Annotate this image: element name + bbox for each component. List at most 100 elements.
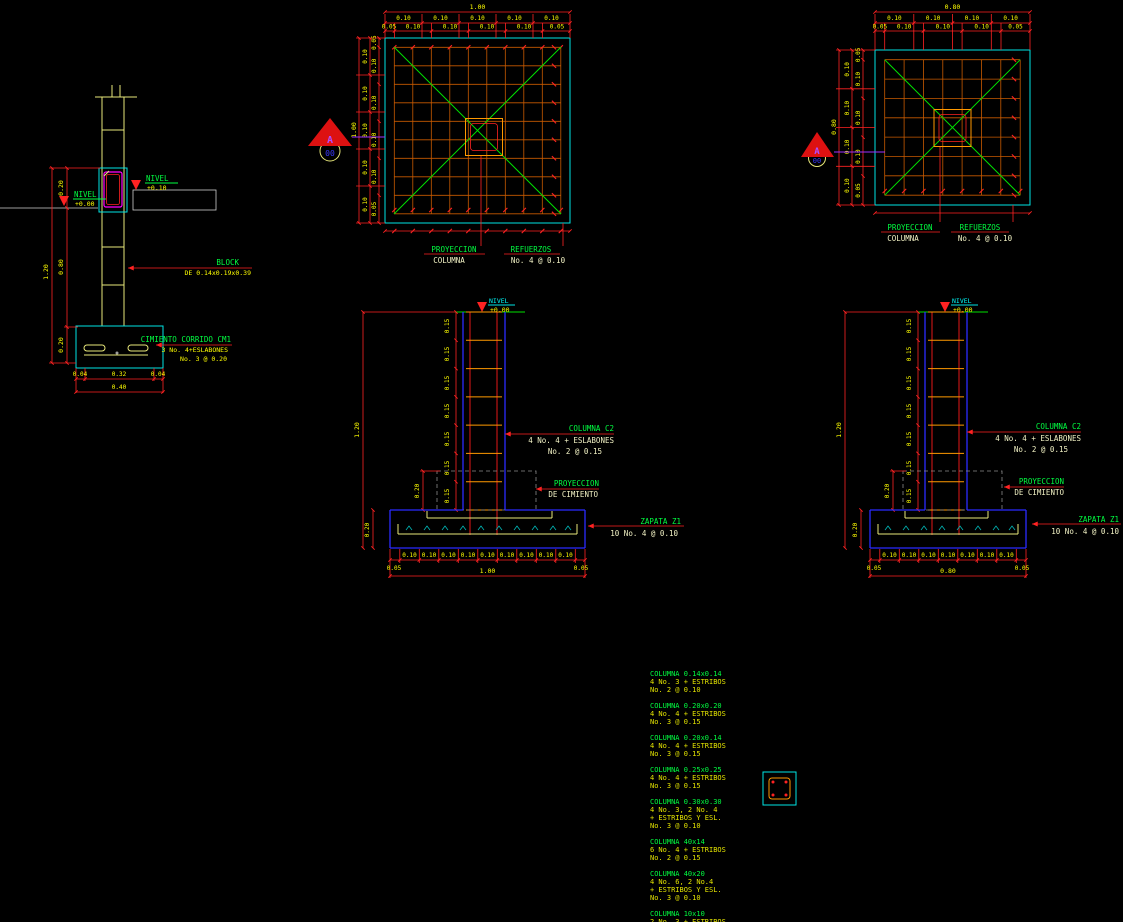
nivel-value: +0.00 [953,306,973,314]
schedule-entry: COLUMNA 0.30x0.30 4 No. 3, 2 No. 4+ ESTR… [650,798,768,830]
dim-tick: 0.10 [433,15,448,22]
dim-tick: 0.10 [371,58,378,73]
dim-tick: 0.10 [844,100,851,115]
dim-tick: 0.10 [507,15,522,22]
dim-tie: 0.15 [906,318,913,333]
schedule-entry-title: COLUMNA 0.20x0.20 [650,702,722,710]
dim-tie: 0.15 [906,403,913,418]
column-rebar [469,312,498,535]
dim-tick: 0.10 [926,15,941,22]
rebar-grid-vertical [884,59,1021,196]
projection-label-2: COLUMNA [433,256,465,265]
dim-edge-right: 0.05 [574,565,589,572]
dim-tick: 0.10 [362,197,369,212]
dim-wall-bottom: 0.20 [57,337,65,353]
dim-zapata-depth: 0.20 [852,522,859,537]
dim-tick: 0.10 [371,169,378,184]
anchor-pipe [95,85,137,98]
bond-beam-box [98,167,128,213]
dim-plan-total: 0.80 [945,3,961,11]
level-triangle [940,302,950,312]
schedule-entry-title: COLUMNA 0.30x0.30 [650,798,722,806]
rebar-grid-horizontal [884,59,1021,196]
schedule-entry-title: COLUMNA 40x20 [650,870,705,878]
schedule-entry-title: COLUMNA 0.25x0.25 [650,766,722,774]
schedule-entry-lines: 4 No. 6, 2 No.4+ ESTRIBOS Y ESL.No. 3 @ … [650,878,722,902]
dim-wall-top: 0.20 [57,180,65,196]
dim-tick: 0.10 [443,24,458,31]
diagonal-bars [884,59,1021,196]
nivel-label: NIVEL [489,297,509,305]
block-size: DE 0.14x0.19x0.39 [184,269,251,277]
columna-c2-ties: No. 2 @ 0.15 [548,447,602,456]
bottom-mat [877,524,1019,535]
dim-tie: 0.15 [906,488,913,503]
rebar-grid-vertical [393,47,562,214]
dim-tick: 0.10 [539,552,554,559]
column-projection-box [933,109,972,147]
section-marker-triangle [308,118,352,146]
column-stirrup [470,123,498,151]
dim-tick: 0.10 [887,15,902,22]
dim-tick: 0.10 [396,15,411,22]
zapata-z1-rebar: 10 No. 4 @ 0.10 [610,529,678,538]
mat-bar-symbols [405,525,572,531]
dim-tick: 0.10 [362,160,369,175]
footing-section-large: NIVEL +0.00 0.15 0.15 0.15 0.15 0.15 0.1… [353,297,684,578]
dim-tick: 0.10 [897,24,912,31]
footing-rebar-hook-left [83,344,106,352]
dim-edge-right: 0.05 [1015,565,1030,572]
dim-tick: 0.10 [371,95,378,110]
column-outline [462,312,506,510]
dim-tick: 0.10 [882,552,897,559]
wall-section-detail: NIVEL +0.10 NIVEL +0.00 BLOCK DE 0.14x0.… [0,85,252,394]
dim-footing-b2: 0.32 [112,371,127,378]
dim-tick: 0.10 [362,123,369,138]
dim-tick: 0.10 [844,139,851,154]
section-marker-letter: A [327,135,333,146]
dim-tick: 0.05 [1008,24,1023,31]
nivel-value: +0.00 [490,306,510,314]
bent-bars [904,511,989,519]
nivel-ground-value: +0.00 [75,200,95,208]
columna-c2-ties: No. 2 @ 0.15 [1014,445,1068,454]
dim-tick: 0.10 [941,552,956,559]
section-marker-letter: A [814,147,820,157]
column-stirrup [938,114,967,142]
dim-tie: 0.15 [444,460,451,475]
dim-tick: 0.10 [402,552,417,559]
dim-tie: 0.15 [906,460,913,475]
dim-tick: 0.10 [500,552,515,559]
dim-tick: 0.10 [480,552,495,559]
dim-tick: 0.10 [921,552,936,559]
schedule-entry-lines: 4 No. 3, 2 No. 4+ ESTRIBOS Y ESL.No. 3 @… [650,806,722,830]
proyeccion-label-2: DE CIMIENTO [548,490,598,499]
dim-tick: 0.10 [844,178,851,193]
dim-tie: 0.15 [444,375,451,390]
dim-tick: 0.10 [1003,15,1018,22]
dim-tick: 0.10 [362,49,369,64]
footing-rebar-hook-right [127,344,149,352]
columna-c2-label: COLUMNA C2 [569,424,614,433]
dim-tick: 0.10 [519,552,534,559]
dim-tick: 0.10 [406,24,421,31]
floor-slab-hatch [132,189,217,211]
dim-tie: 0.15 [444,431,451,446]
schedule-entry-title: COLUMNA 0.14x0.14 [650,670,722,678]
cimiento-label: CIMIENTO CORRIDO CM1 [141,335,231,344]
dim-tick: 0.10 [441,552,456,559]
level-triangle-top [131,180,141,190]
level-triangle-ground [59,196,69,206]
dim-tick: 0.10 [558,552,573,559]
dim-plan-total-left: 0.80 [830,119,838,135]
projection-label-1: PROYECCION [887,223,932,232]
proyeccion-label-1: PROYECCION [554,479,599,488]
dim-footing-b1: 0.04 [73,371,88,378]
dim-footing-b3: 0.04 [151,371,166,378]
zapata-outline [384,37,571,224]
dim-tick: 0.05 [855,183,862,198]
column-box [762,771,797,806]
schedule-entry: COLUMNA 40x20 4 No. 6, 2 No.4+ ESTRIBOS … [650,870,768,902]
